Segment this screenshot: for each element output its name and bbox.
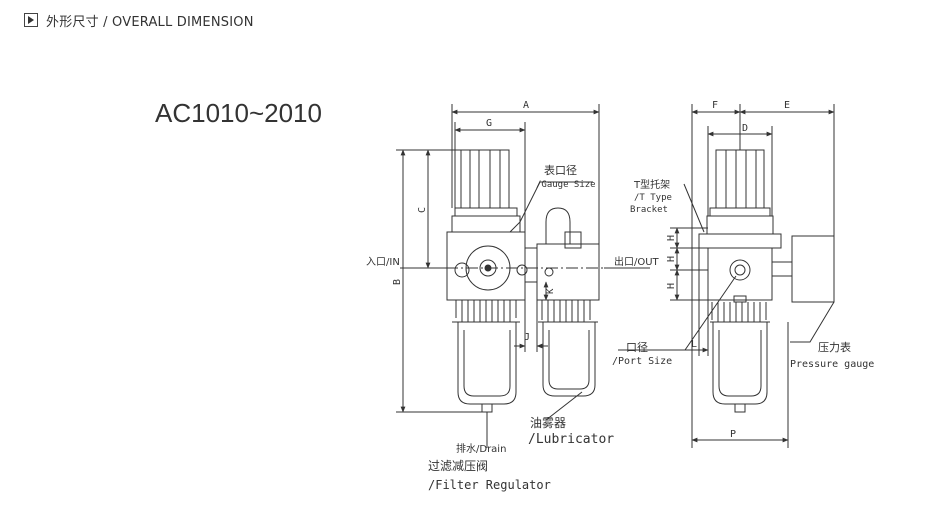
section-title: 外形尺寸 / OVERALL DIMENSION: [46, 14, 254, 30]
dim-h3-label: H: [666, 283, 677, 289]
gauge-size-cn-label: 表口径: [544, 163, 577, 177]
dim-j-label: J: [524, 332, 530, 343]
dim-p-label: P: [730, 429, 736, 440]
dim-h1-label: H: [666, 235, 677, 241]
pressure-gauge-en-label: Pressure gauge: [790, 359, 874, 370]
lubricator-cn-label: 油雾器: [530, 416, 566, 430]
dim-b-label: B: [392, 279, 403, 285]
outlet-label: 出口/OUT: [614, 255, 660, 268]
dim-c-label: C: [417, 207, 428, 213]
play-square-icon: [24, 13, 38, 27]
side-view-drawing: [698, 149, 835, 413]
dim-k-label: K: [546, 288, 556, 294]
section-header: 外形尺寸 / OVERALL DIMENSION: [24, 10, 254, 30]
port-size-cn-label: 口径: [626, 341, 648, 354]
inlet-label: 入口/IN: [366, 257, 400, 268]
dim-a-label: A: [523, 100, 529, 111]
filter-regulator-drawing: [446, 149, 528, 420]
filter-regulator-cn-label: 过滤减压阀: [428, 459, 488, 473]
gauge-size-en-label: /Gauge Size: [536, 180, 596, 190]
port-size-en-label: /Port Size: [612, 356, 672, 367]
dim-e-label: E: [784, 100, 790, 111]
model-title: AC1010~2010: [155, 98, 322, 128]
t-bracket-en2-label: Bracket: [630, 205, 668, 215]
lubricator-drawing: [536, 207, 600, 397]
dim-d-label: D: [742, 123, 748, 134]
drain-label: 排水/Drain: [456, 442, 506, 455]
t-bracket-cn-label: T型托架: [633, 178, 670, 191]
t-bracket-en1-label: /T Type: [634, 193, 672, 203]
dim-l-label: L: [691, 339, 697, 350]
dim-h2-label: H: [666, 256, 677, 262]
dim-g-label: G: [486, 118, 492, 129]
dim-f-label: F: [712, 100, 718, 111]
lubricator-en-label: /Lubricator: [528, 432, 614, 447]
pressure-gauge-cn-label: 压力表: [818, 340, 851, 354]
filter-regulator-en-label: /Filter Regulator: [428, 478, 551, 492]
